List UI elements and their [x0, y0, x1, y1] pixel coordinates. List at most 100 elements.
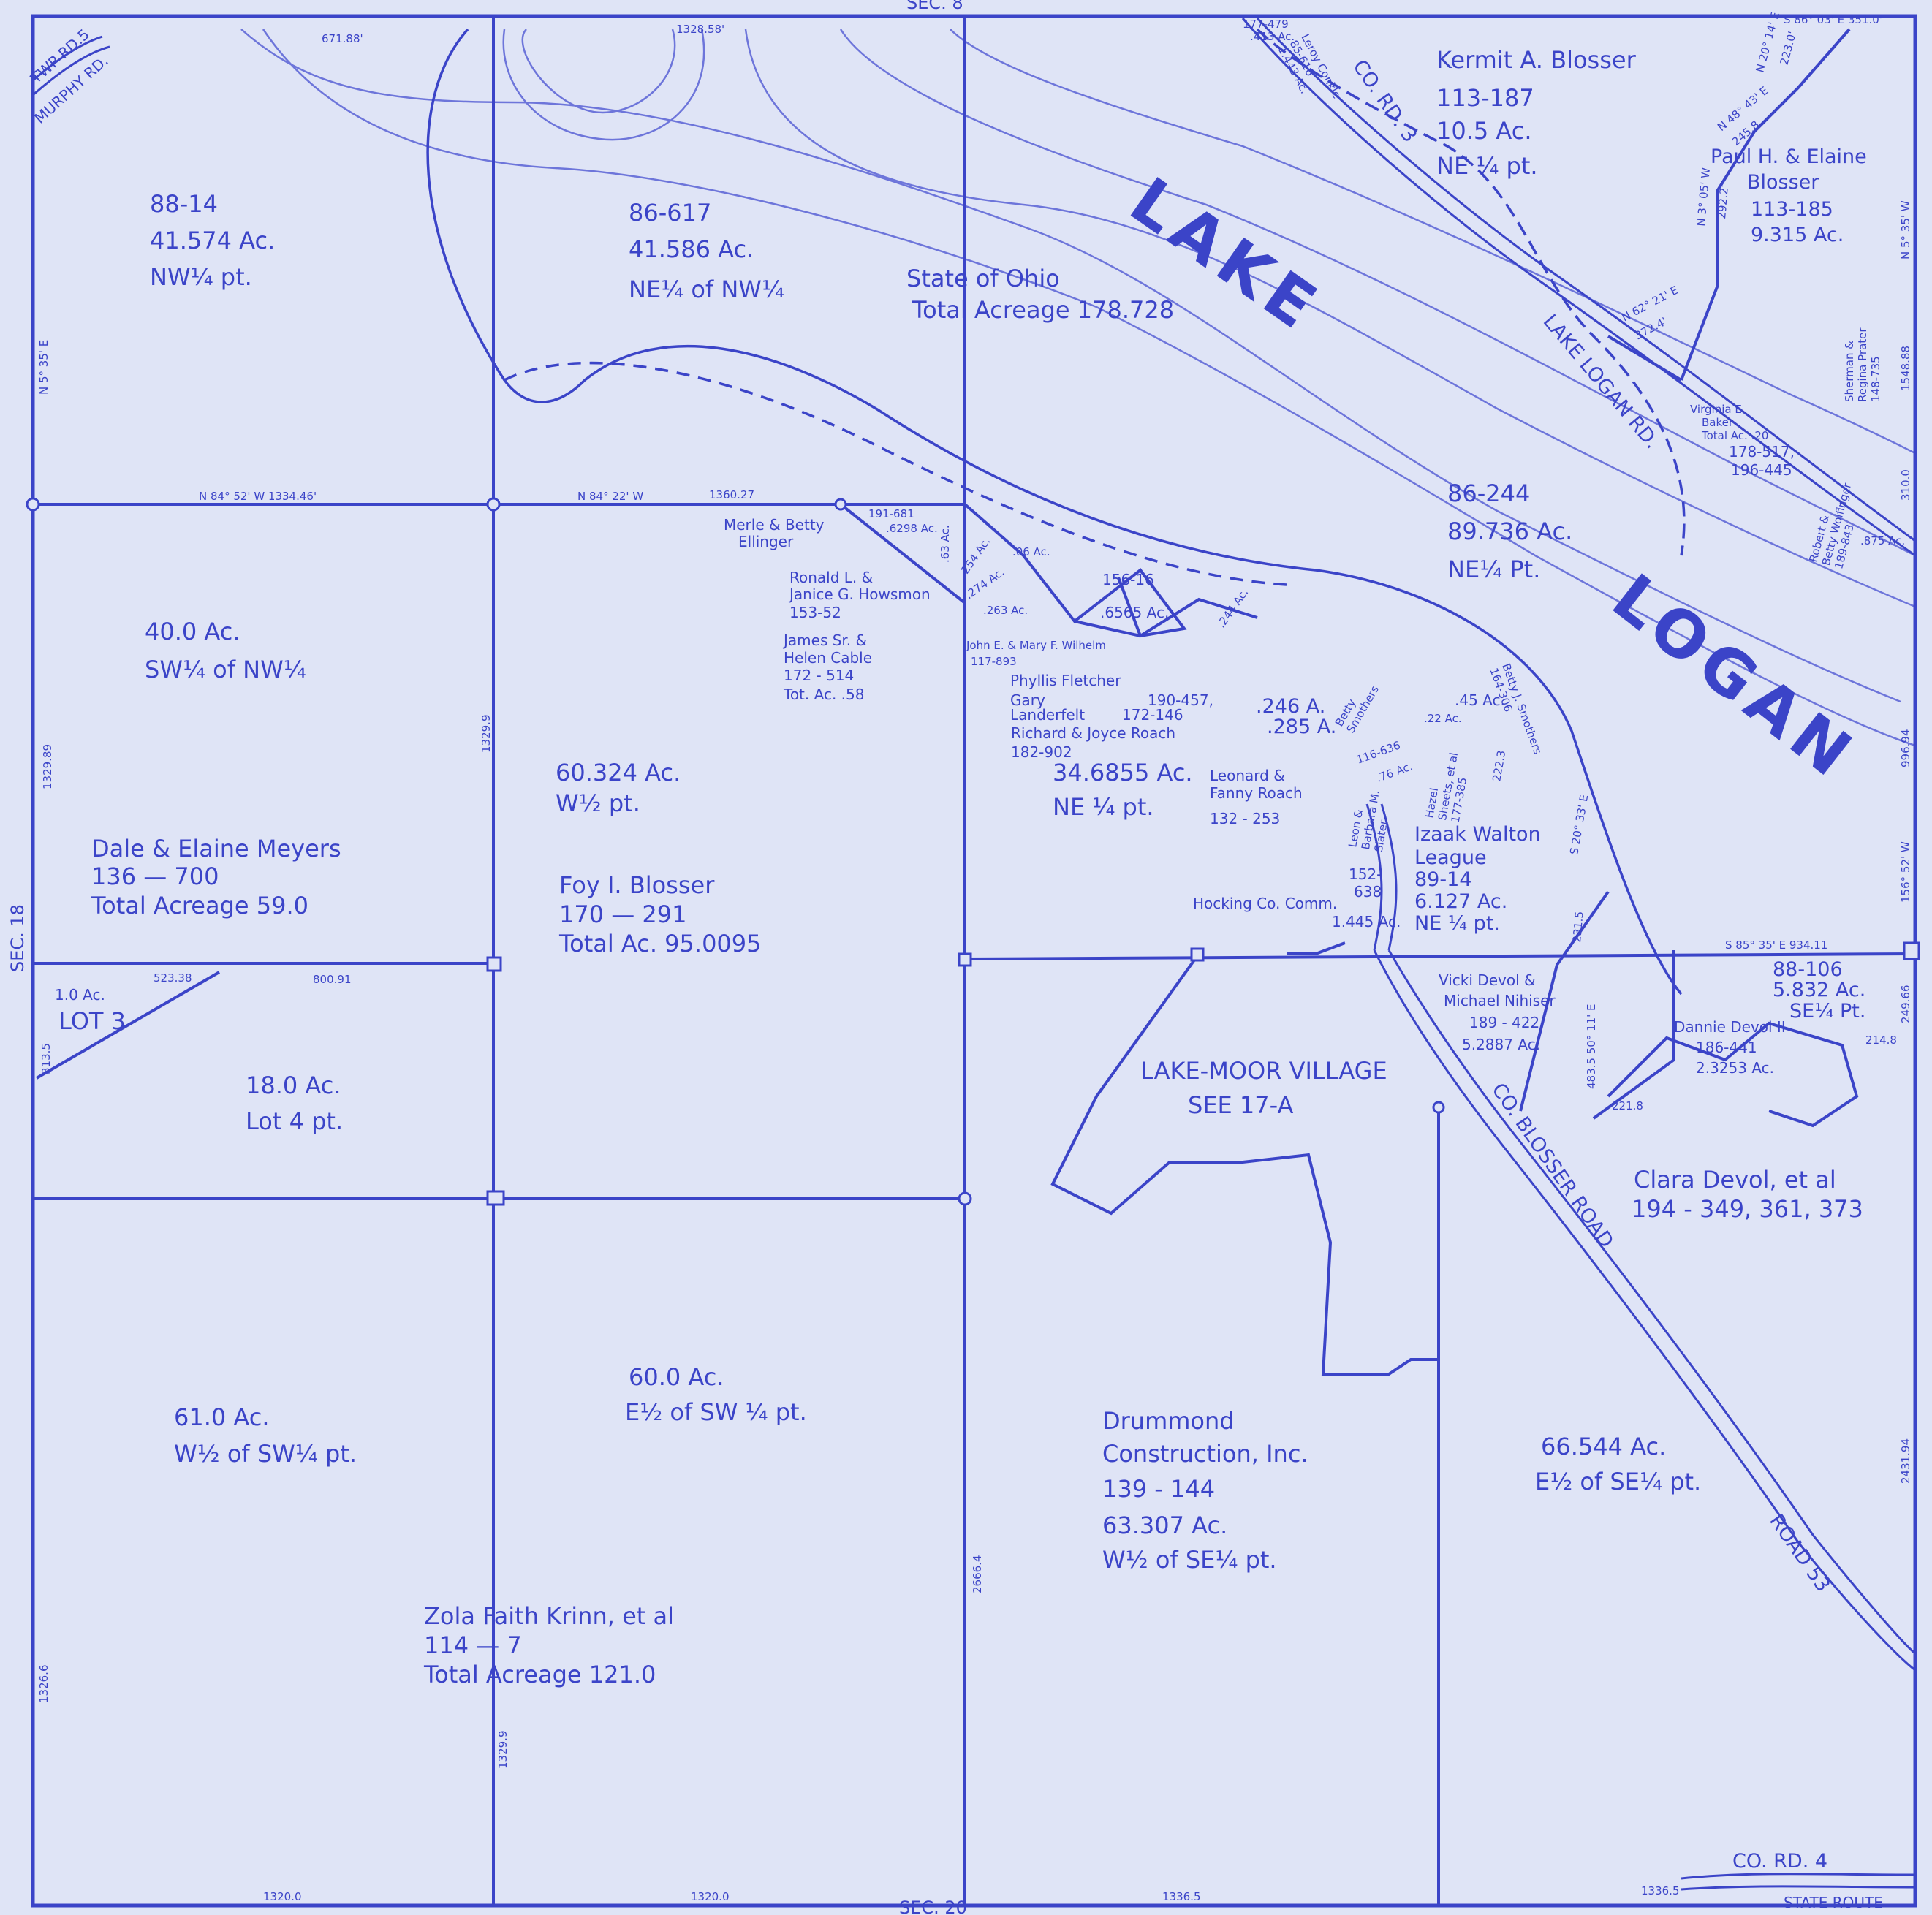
svg-text:LAKE-MOOR VILLAGE: LAKE-MOOR VILLAGE — [1140, 1057, 1387, 1085]
svg-text:2666.4: 2666.4 — [971, 1555, 984, 1594]
contour-lines — [240, 29, 1916, 747]
parcel-lot-3: 1.0 Ac. LOT 3 — [55, 986, 126, 1035]
parcel-88-106: 88-106 5.832 Ac. SE¼ Pt. — [1773, 958, 1865, 1023]
svg-text:1.0 Ac.: 1.0 Ac. — [55, 986, 105, 1004]
svg-text:.285 A.: .285 A. — [1267, 716, 1336, 738]
owner-roach-richard: Richard & Joyce Roach 182-902 — [1011, 724, 1175, 761]
section-border — [31, 14, 1917, 1908]
svg-text:10.5 Ac.: 10.5 Ac. — [1436, 117, 1532, 145]
svg-text:66.544 Ac.: 66.544 Ac. — [1541, 1433, 1666, 1460]
svg-text:.413 Ac.: .413 Ac. — [1250, 30, 1295, 43]
svg-text:113-187: 113-187 — [1436, 84, 1534, 112]
svg-text:249.66: 249.66 — [1899, 985, 1912, 1024]
svg-text:139 - 144: 139 - 144 — [1102, 1475, 1215, 1503]
svg-text:182-902: 182-902 — [1011, 743, 1072, 761]
parcel-foy-blosser: Foy I. Blosser 170 — 291 Total Ac. 95.00… — [558, 871, 762, 958]
svg-text:113-185: 113-185 — [1751, 198, 1833, 221]
svg-text:638: 638 — [1354, 883, 1382, 900]
section-top-label: SEC. 8 — [906, 0, 963, 13]
svg-text:177-479: 177-479 — [1243, 18, 1289, 31]
svg-text:S 86° 03' E 351.0': S 86° 03' E 351.0' — [1784, 13, 1882, 26]
svg-text:231.5: 231.5 — [1570, 911, 1586, 943]
svg-text:1320.0: 1320.0 — [263, 1890, 302, 1903]
svg-text:1329.9: 1329.9 — [496, 1731, 509, 1770]
svg-text:.6298 Ac.: .6298 Ac. — [886, 522, 938, 535]
svg-text:Total Ac. .20: Total Ac. .20 — [1701, 429, 1768, 442]
owner-landerfelt: Gary Landerfelt 190-457, 172-146 — [1010, 691, 1213, 724]
svg-text:6.127 Ac.: 6.127 Ac. — [1414, 890, 1507, 913]
svg-text:153-52: 153-52 — [789, 604, 841, 621]
parcel-60-ac: 60.0 Ac. E½ of SW ¼ pt. — [625, 1363, 807, 1426]
svg-text:1320.0: 1320.0 — [691, 1890, 730, 1903]
svg-text:88-14: 88-14 — [150, 190, 218, 218]
section-left-label: SEC. 18 — [7, 904, 28, 972]
parcel-40-ac: 40.0 Ac. SW¼ of NW¼ — [145, 618, 306, 683]
svg-text:Ronald L. &: Ronald L. & — [789, 569, 873, 586]
parcel-lake-moor-village: LAKE-MOOR VILLAGE SEE 17-A — [1140, 1057, 1387, 1119]
svg-text:NE¼ Pt.: NE¼ Pt. — [1447, 555, 1540, 583]
svg-text:W½ pt.: W½ pt. — [556, 789, 640, 817]
svg-text:Dannie Devol II: Dannie Devol II — [1674, 1018, 1786, 1036]
svg-text:214.8: 214.8 — [1865, 1034, 1897, 1047]
svg-text:117-893: 117-893 — [971, 655, 1017, 668]
parcel-88-14: 88-14 41.574 Ac. NW¼ pt. — [150, 190, 275, 291]
svg-text:196-445: 196-445 — [1731, 461, 1792, 479]
svg-text:671.88': 671.88' — [322, 32, 363, 45]
svg-text:2431.94: 2431.94 — [1899, 1438, 1912, 1484]
parcel-dannie-devol: Dannie Devol II 186-441 2.3253 Ac. — [1674, 1018, 1786, 1077]
svg-text:152-: 152- — [1349, 865, 1382, 883]
svg-text:.22 Ac.: .22 Ac. — [1424, 712, 1462, 725]
svg-text:Total Acreage 178.728: Total Acreage 178.728 — [912, 296, 1174, 324]
svg-text:NE ¼ pt.: NE ¼ pt. — [1436, 152, 1538, 180]
svg-text:NE¼ of NW¼: NE¼ of NW¼ — [629, 276, 784, 303]
svg-text:Construction, Inc.: Construction, Inc. — [1102, 1440, 1308, 1468]
svg-text:800.91: 800.91 — [313, 973, 352, 986]
state-route-label: STATE ROUTE — [1784, 1894, 1883, 1911]
owner-wilhelm: John E. & Mary F. Wilhelm 117-893 — [966, 639, 1106, 668]
svg-text:523.38: 523.38 — [154, 971, 192, 985]
svg-text:James Sr. &: James Sr. & — [782, 632, 867, 649]
svg-text:1329.89: 1329.89 — [41, 744, 54, 789]
svg-text:NE ¼ pt.: NE ¼ pt. — [1414, 912, 1500, 935]
svg-text:1.445 Ac.: 1.445 Ac. — [1332, 913, 1401, 930]
svg-text:18.0 Ac.: 18.0 Ac. — [246, 1072, 341, 1099]
svg-text:.246 A.: .246 A. — [1256, 695, 1325, 718]
svg-text:Janice G. Howsmon: Janice G. Howsmon — [788, 585, 931, 603]
svg-text:W½ of SE¼ pt.: W½ of SE¼ pt. — [1102, 1546, 1277, 1574]
svg-text:310.0: 310.0 — [1899, 469, 1912, 501]
svg-text:Total Acreage 59.0: Total Acreage 59.0 — [91, 892, 308, 919]
svg-text:996.94: 996.94 — [1899, 729, 1912, 768]
svg-text:State of Ohio: State of Ohio — [906, 265, 1060, 292]
svg-text:.263 Ac.: .263 Ac. — [983, 604, 1028, 617]
svg-text:172 - 514: 172 - 514 — [784, 667, 854, 684]
owner-fletcher: Phyllis Fletcher — [1010, 672, 1121, 689]
svg-text:114 — 7: 114 — 7 — [424, 1631, 522, 1659]
svg-text:313.5: 313.5 — [39, 1043, 53, 1074]
owner-cable: James Sr. & Helen Cable 172 - 514 Tot. A… — [782, 632, 872, 703]
owner-prater: Sherman & Regina Prater 148-735 — [1843, 327, 1882, 402]
svg-text:483.5 50° 11' E: 483.5 50° 11' E — [1585, 1004, 1598, 1089]
svg-text:86-617: 86-617 — [629, 199, 711, 227]
svg-text:Gary: Gary — [1010, 691, 1045, 709]
svg-text:Zola Faith Krinn, et al: Zola Faith Krinn, et al — [424, 1602, 674, 1630]
svg-text:John E. & Mary F. Wilhelm: John E. & Mary F. Wilhelm — [966, 639, 1106, 652]
co-rd-4-label: CO. RD. 4 — [1732, 1850, 1827, 1873]
svg-text:40.0 Ac.: 40.0 Ac. — [145, 618, 240, 645]
svg-text:148-735: 148-735 — [1869, 356, 1882, 402]
svg-text:LOT 3: LOT 3 — [58, 1007, 126, 1035]
svg-text:SEE 17-A: SEE 17-A — [1188, 1091, 1293, 1119]
svg-text:5.832 Ac.: 5.832 Ac. — [1773, 979, 1865, 1001]
svg-text:60.0 Ac.: 60.0 Ac. — [629, 1363, 724, 1391]
svg-text:Regina Prater: Regina Prater — [1856, 327, 1869, 402]
svg-text:1336.5: 1336.5 — [1641, 1884, 1680, 1897]
svg-text:N 5° 35' W: N 5° 35' W — [1899, 200, 1912, 259]
svg-text:E½ of SE¼ pt.: E½ of SE¼ pt. — [1535, 1468, 1701, 1495]
svg-text:41.574 Ac.: 41.574 Ac. — [150, 227, 275, 254]
owner-ellinger: Merle & Betty Ellinger — [724, 516, 825, 550]
svg-text:191-681: 191-681 — [868, 507, 914, 520]
svg-text:1360.27: 1360.27 — [709, 488, 754, 501]
svg-text:86-244: 86-244 — [1447, 479, 1530, 507]
svg-text:.06 Ac.: .06 Ac. — [1012, 545, 1050, 558]
svg-text:.63 Ac.: .63 Ac. — [939, 525, 952, 563]
